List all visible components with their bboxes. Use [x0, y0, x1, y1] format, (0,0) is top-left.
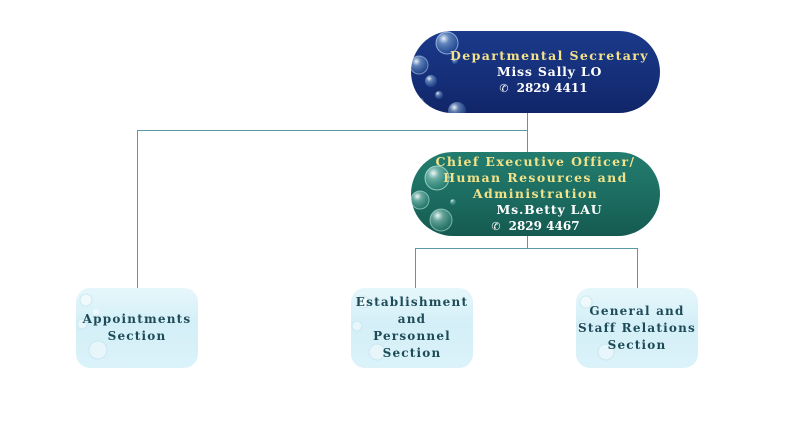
connector-general-down	[637, 248, 638, 288]
mid-title-line-3: Administration	[472, 185, 599, 201]
section-label-line: General and	[589, 303, 685, 318]
top-title: Departmental Secretary	[450, 47, 649, 63]
departmental-secretary-box[interactable]: Departmental Secretary Miss Sally LO ✆ 28…	[411, 31, 660, 113]
connector-mid-horizontal	[415, 248, 638, 249]
connector-establishment-down	[415, 248, 416, 288]
top-name: Miss Sally LO	[496, 63, 603, 79]
connector-top-horizontal	[137, 130, 528, 131]
mid-title-line-1: Chief Executive Officer/	[435, 153, 636, 169]
section-label-line: and	[397, 312, 427, 326]
section-label-line: Section	[607, 337, 667, 352]
establishment-section-box[interactable]: Establishment and Personnel Section	[351, 288, 473, 368]
mid-phone-row: ✆ 2829 4467	[491, 218, 579, 235]
connector-appointments-down	[137, 130, 138, 288]
section-label-line: Appointments	[82, 312, 192, 326]
section-label-line: Section	[107, 329, 167, 343]
section-label-line: Staff Relations	[577, 320, 696, 335]
connector-mid-down	[527, 236, 528, 248]
mid-title-line-2: Human Resources and	[443, 169, 628, 185]
section-label-line: Personnel Section	[373, 329, 451, 360]
general-staff-relations-section-box[interactable]: General and Staff Relations Section	[576, 288, 698, 368]
chief-executive-officer-box[interactable]: Chief Executive Officer/ Human Resources…	[411, 152, 660, 236]
connector-top-down	[527, 113, 528, 152]
phone-icon: ✆	[491, 219, 501, 233]
phone-icon: ✆	[499, 81, 509, 95]
appointments-section-box[interactable]: Appointments Section	[76, 288, 198, 368]
section-label-line: Establishment	[355, 295, 469, 309]
top-phone: 2829 4411	[516, 80, 588, 95]
top-phone-row: ✆ 2829 4411	[499, 80, 587, 97]
mid-phone: 2829 4467	[508, 218, 580, 233]
mid-name: Ms.Betty LAU	[496, 201, 603, 217]
